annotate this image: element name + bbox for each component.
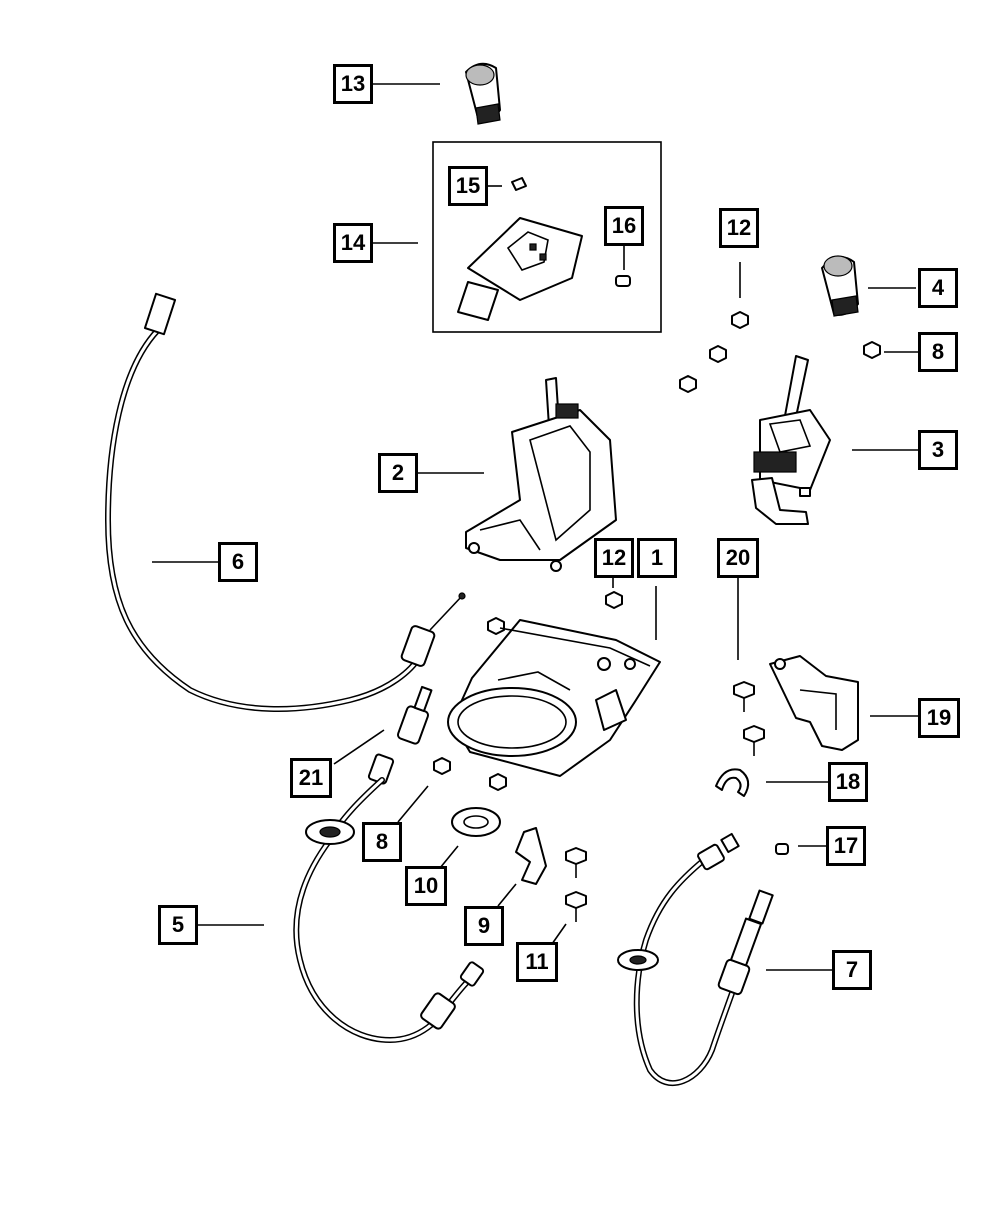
leader-9: [497, 883, 517, 907]
nut-8-center: [433, 757, 507, 791]
callout-10[interactable]: 10: [405, 866, 447, 906]
callout-11[interactable]: 11: [516, 942, 558, 982]
leader-21: [333, 729, 385, 765]
plug-17: [775, 843, 789, 855]
shift-knob-4: [821, 255, 859, 317]
callout-1[interactable]: 1: [637, 538, 677, 578]
callout-7[interactable]: 7: [832, 950, 872, 990]
callout-21[interactable]: 21: [290, 758, 332, 798]
callout-14[interactable]: 14: [333, 223, 373, 263]
shift-cable-5: [293, 777, 485, 1044]
nuts-12-upper: [679, 311, 749, 393]
callout-3[interactable]: 3: [918, 430, 958, 470]
bolts-20: [733, 681, 765, 756]
callout-5[interactable]: 5: [158, 905, 198, 945]
callout-15[interactable]: 15: [448, 166, 488, 206]
bolts-11: [565, 847, 587, 922]
callout-17[interactable]: 17: [826, 826, 866, 866]
callout-12-upper[interactable]: 12: [719, 208, 759, 248]
shifter-assembly-3: [751, 355, 831, 525]
callout-16[interactable]: 16: [604, 206, 644, 246]
cable-end-21: [367, 685, 433, 785]
shifter-bracket-1: [447, 619, 661, 777]
callout-9[interactable]: 9: [464, 906, 504, 946]
bracket-19: [769, 655, 859, 751]
nut-8-upper: [863, 341, 881, 359]
callout-2[interactable]: 2: [378, 453, 418, 493]
callout-18[interactable]: 18: [828, 762, 868, 802]
callout-8-upper[interactable]: 8: [918, 332, 958, 372]
leader-10: [439, 845, 459, 869]
shift-cable-6: [104, 292, 466, 712]
clip-18: [715, 768, 750, 797]
callout-20[interactable]: 20: [717, 538, 759, 578]
callout-4[interactable]: 4: [918, 268, 958, 308]
leader-11: [551, 923, 567, 945]
callout-12-center[interactable]: 12: [594, 538, 634, 578]
callout-13[interactable]: 13: [333, 64, 373, 104]
leader-8-center: [397, 785, 429, 823]
callout-19[interactable]: 19: [918, 698, 960, 738]
screw-15: [511, 177, 527, 191]
bezel-kit-frame: [432, 141, 662, 333]
shift-cable-7: [617, 832, 774, 1086]
shift-bezel-14: [457, 217, 583, 321]
callout-8-center[interactable]: 8: [362, 822, 402, 862]
bulb-16: [615, 275, 631, 287]
callout-6[interactable]: 6: [218, 542, 258, 582]
bracket-9: [515, 827, 547, 885]
shifter-assembly-2: [465, 377, 617, 572]
nut-12-center: [487, 591, 623, 635]
grommet-10: [451, 807, 501, 837]
shift-knob-13: [465, 62, 501, 125]
